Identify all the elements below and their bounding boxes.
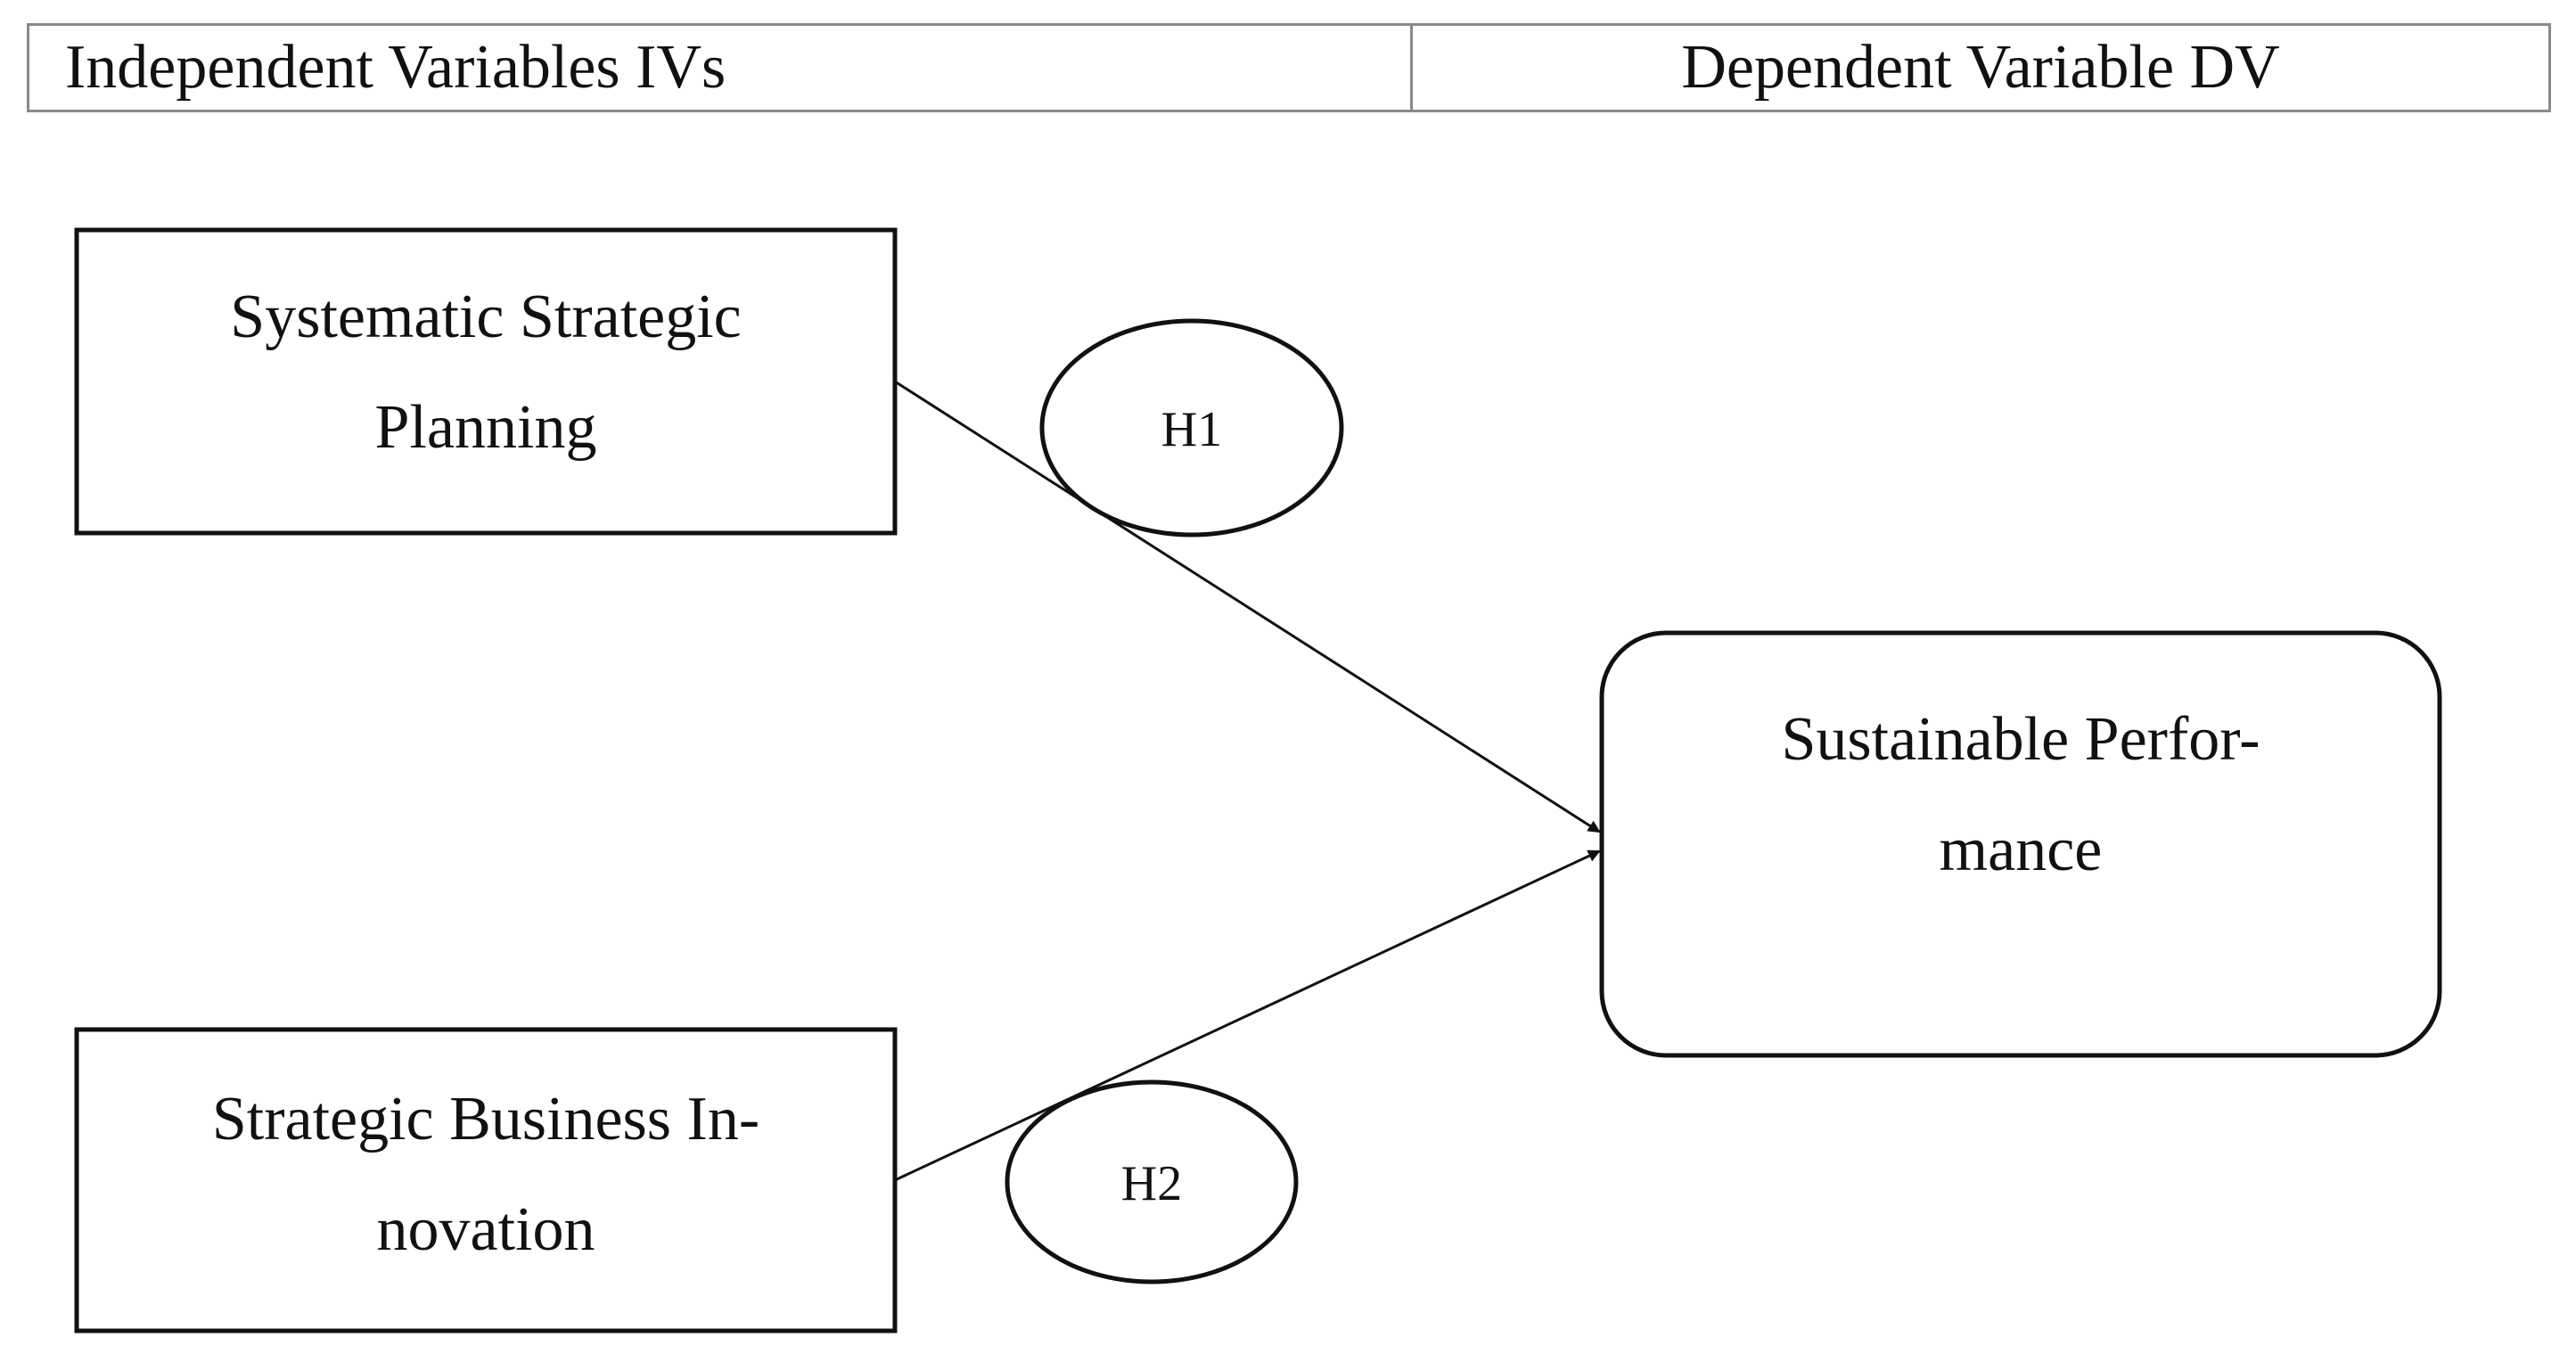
h1-path-arrow — [894, 380, 1601, 833]
iv-node-systematic-strategic-planning: Systematic Strategic Planning — [74, 227, 898, 536]
independent-variables-header: Independent Variables IVs — [29, 26, 1413, 110]
iv2-label-line1: Strategic Business In- — [212, 1085, 759, 1153]
h2-path-arrow — [894, 849, 1601, 1182]
hypothesis-h2: H2 — [1005, 1079, 1299, 1284]
dependent-variable-header: Dependent Variable DV — [1681, 33, 2280, 102]
iv1-label-line2: Planning — [375, 393, 597, 462]
h1-label: H1 — [1161, 402, 1222, 457]
dv-node-sustainable-performance: Sustainable Perfor- mance — [1599, 630, 2442, 1058]
h2-label: H2 — [1121, 1156, 1182, 1211]
variables-header-table: Independent Variables IVs Dependent Vari… — [27, 23, 2551, 112]
dv-label-line1: Sustainable Perfor- — [1781, 705, 2260, 774]
iv1-label-line1: Systematic Strategic — [230, 283, 741, 351]
iv-node-strategic-business-innovation: Strategic Business In- novation — [74, 1027, 898, 1333]
hypothesis-h1: H1 — [1039, 318, 1344, 537]
dv-label-line2: mance — [1940, 816, 2103, 884]
iv2-label-line2: novation — [377, 1195, 595, 1264]
